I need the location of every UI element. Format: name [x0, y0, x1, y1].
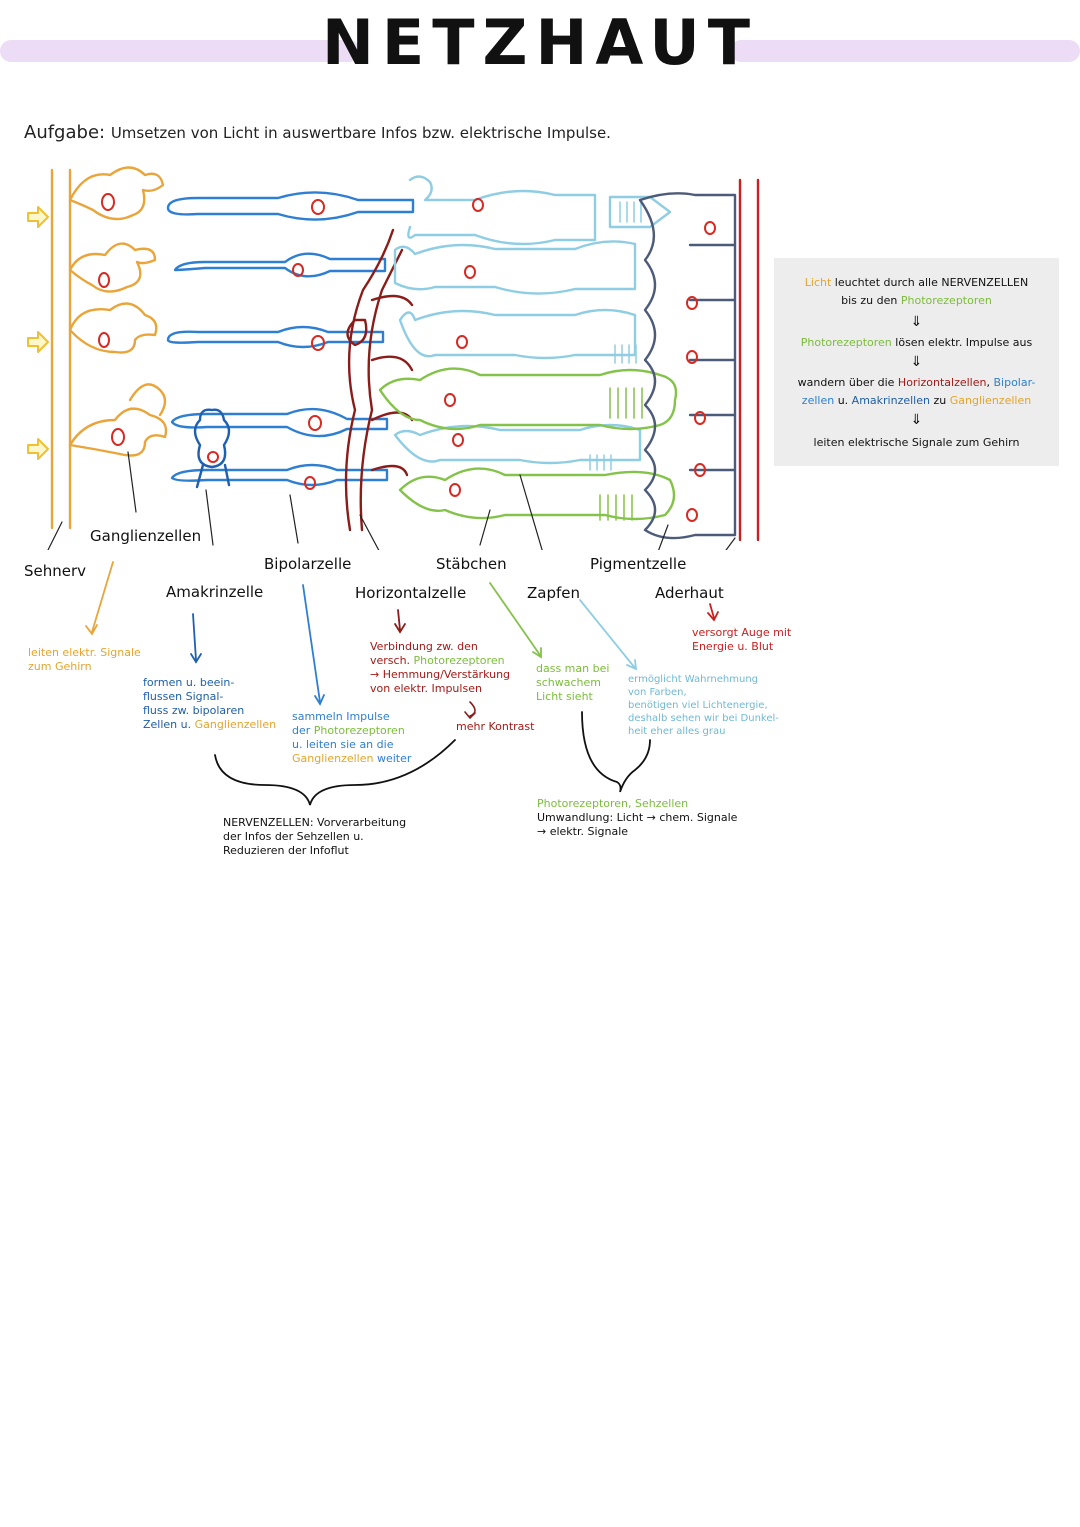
- flow-line-6: leiten elektrische Signale zum Gehirn: [813, 436, 1020, 449]
- ganglion-cells: [68, 166, 168, 457]
- note-kontrast: mehr Kontrast: [456, 720, 535, 733]
- light-arrow-icon: [27, 331, 49, 353]
- flow-line-3: Photorezeptoren lösen elektr. Impulse au…: [800, 336, 1033, 349]
- summary-box: Licht leuchtet durch alle NERVENZELLEN b…: [774, 258, 1059, 466]
- task-line: Aufgabe: Umsetzen von Licht in auswertba…: [24, 122, 611, 143]
- label-amakrinzelle: Amakrinzelle: [166, 583, 264, 601]
- rod-cells: [393, 175, 672, 465]
- down-arrow-icon: ⇓: [910, 314, 923, 330]
- note-ganglien: leiten elektr. Signale zum Gehirn: [28, 646, 141, 673]
- task-text: Umsetzen von Licht in auswertbare Infos …: [110, 124, 611, 142]
- light-arrow-icons: [27, 206, 49, 460]
- cone-cells: [378, 367, 678, 521]
- down-arrow-icon: ⇓: [910, 354, 923, 370]
- label-ganglienzellen: Ganglienzellen: [90, 527, 202, 545]
- note-zapfen: ermöglicht Wahrnehmung von Farben, benöt…: [628, 674, 779, 737]
- light-arrow-icon: [27, 438, 49, 460]
- horizontal-cell: [344, 228, 414, 532]
- label-zapfen: Zapfen: [527, 584, 581, 602]
- note-aderhaut: versorgt Auge mit Energie u. Blut: [692, 626, 792, 653]
- rod-nuclei: [452, 198, 484, 447]
- label-horizontalzelle: Horizontalzelle: [355, 584, 467, 602]
- light-arrow-icon: [27, 206, 49, 228]
- sehnerv-fibres: [50, 168, 72, 530]
- rod-hatching: [589, 201, 642, 471]
- page-title: NETZHAUT: [321, 6, 759, 79]
- cone-nuclei: [444, 393, 461, 497]
- label-pigmentzelle: Pigmentzelle: [590, 555, 687, 573]
- title-bar-left: [0, 40, 360, 62]
- task-label: Aufgabe: [24, 122, 100, 143]
- note-amakrin: formen u. beein- flussen Signal- fluss z…: [143, 676, 277, 731]
- bipolar-cells: [166, 191, 415, 487]
- cone-hatching: [599, 387, 643, 521]
- label-bipolarzelle: Bipolarzelle: [264, 555, 352, 573]
- retina-diagram: [27, 166, 760, 550]
- amacrine-nucleus: [207, 451, 219, 463]
- down-arrow-icon: ⇓: [910, 412, 923, 428]
- aderhaut-lines: [738, 178, 760, 542]
- flow-line-1: Licht leuchtet durch alle NERVENZELLEN: [804, 276, 1029, 289]
- note-bipolar: sammeln Impulse der Photorezeptoren u. l…: [292, 710, 412, 765]
- flow-line-5: zellen u. Amakrinzellen zu Ganglienzelle…: [801, 394, 1032, 407]
- pigment-nuclei: [686, 221, 716, 522]
- note-nervenzellen: NERVENZELLEN: Vorverarbeitung der Infos …: [223, 816, 407, 857]
- flow-line-4: wandern über die Horizontalzellen, Bipol…: [797, 376, 1036, 389]
- note-staebchen: dass man bei schwachem Licht sieht: [536, 662, 610, 703]
- title-bar-right: [730, 40, 1080, 62]
- amacrine-cell: [193, 408, 231, 489]
- label-aderhaut: Aderhaut: [655, 584, 724, 602]
- label-staebchen: Stäbchen: [436, 555, 507, 573]
- note-photorezeptoren-text: Umwandlung: Licht → chem. Signale → elek…: [537, 811, 738, 838]
- leader-lines: [47, 451, 736, 550]
- pigment-cells: [638, 192, 737, 540]
- bipolar-nuclei: [292, 199, 325, 490]
- ganglion-nuclei: [98, 193, 125, 446]
- note-photorezeptoren-head: Photorezeptoren, Sehzellen: [537, 797, 689, 810]
- flow-line-2: bis zu den Photorezeptoren: [841, 294, 992, 307]
- label-sehnerv: Sehnerv: [24, 562, 87, 580]
- note-horizontal: Verbindung zw. den versch. Photorezeptor…: [370, 640, 511, 695]
